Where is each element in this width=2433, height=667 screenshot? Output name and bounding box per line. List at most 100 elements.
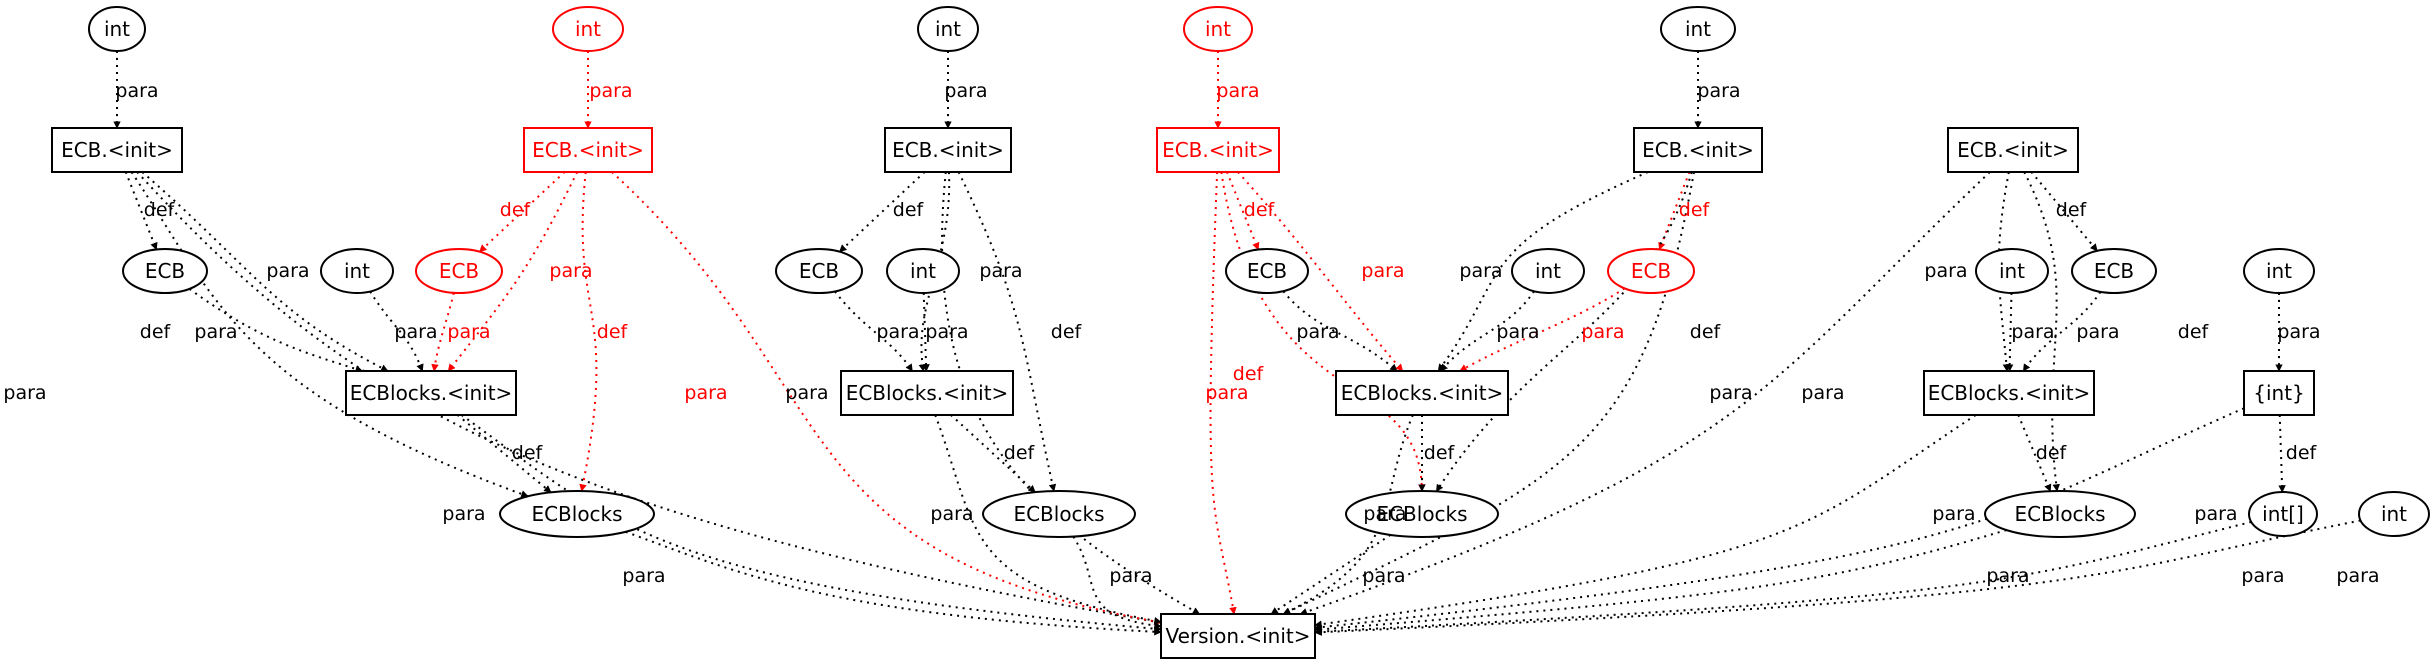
node-n13-ellipse: int xyxy=(886,248,960,294)
edge-label-n11-n14: para xyxy=(979,260,1022,282)
node-shape xyxy=(884,127,1012,173)
edge-label-n14-n19: para xyxy=(930,503,973,525)
edge-n11-n12 xyxy=(838,171,926,253)
edge-n5-n6 xyxy=(456,414,552,494)
node-n3-ellipse: ECB xyxy=(122,248,208,294)
edge-n26-n30 xyxy=(2023,171,2060,492)
node-label: ECB.<init> xyxy=(1162,138,1274,162)
edge-label-n26-n19: para xyxy=(1801,382,1844,404)
edge-n33-n19 xyxy=(1314,520,2252,636)
node-n29-box: ECBlocks.<init> xyxy=(1923,370,2095,416)
edge-n2-n19 xyxy=(136,171,1162,626)
edge-n8-n19 xyxy=(611,171,1162,625)
node-shape xyxy=(1225,248,1309,294)
edge-n3-n5 xyxy=(188,288,363,373)
node-label: {int} xyxy=(2253,381,2305,405)
node-shape xyxy=(886,248,960,294)
node-n32-box: {int} xyxy=(2243,370,2315,416)
edge-n2-n6 xyxy=(130,171,529,498)
edge-n11-n15 xyxy=(957,171,1057,492)
node-label: ECB.<init> xyxy=(61,138,173,162)
node-label: ECB xyxy=(1247,259,1287,283)
node-shape xyxy=(320,248,394,294)
node-shape xyxy=(122,248,208,294)
node-n23-ellipse: ECB xyxy=(1607,248,1695,294)
edge-label-n3-n5: para xyxy=(194,321,237,343)
edge-label-n8-n5: para xyxy=(549,260,592,282)
node-n19-box: Version.<init> xyxy=(1160,613,1316,659)
node-n21-box: ECB.<init> xyxy=(1633,127,1763,173)
edge-label-n28-n29: para xyxy=(2076,321,2119,343)
node-shape xyxy=(775,248,863,294)
edge-label-n2-n3: def xyxy=(144,199,176,221)
node-label: Version.<init> xyxy=(1165,624,1310,648)
edge-label-n21-n19: para xyxy=(1709,382,1752,404)
node-label: ECBlocks.<init> xyxy=(846,381,1009,405)
edge-label-n26-n29: para xyxy=(1924,260,1967,282)
node-n8-box: ECB.<init> xyxy=(523,127,653,173)
edge-labels-layer: para def para def para para para def para para par… xyxy=(3,80,2379,587)
edge-n12-n14 xyxy=(834,290,914,372)
node-n10-ellipse: int xyxy=(917,6,979,52)
edge-n4-n5 xyxy=(369,290,424,372)
edge-n9-n5 xyxy=(431,292,455,372)
node-n28-ellipse: ECB xyxy=(2071,248,2157,294)
node-n24-box: ECBlocks.<init> xyxy=(1335,370,1509,416)
node-label: int xyxy=(1685,17,1711,41)
node-shape xyxy=(51,127,183,173)
edge-label-n29-n30: def xyxy=(2036,442,2068,464)
edge-n29-n30 xyxy=(2017,414,2052,492)
node-shape xyxy=(1156,127,1280,173)
edge-n24-n19 xyxy=(1282,414,1414,615)
edge-n23-n24 xyxy=(1459,287,1626,372)
node-shape xyxy=(523,127,653,173)
edge-label-n9-n5: para xyxy=(447,321,490,343)
node-n18-ellipse: ECB xyxy=(1225,248,1309,294)
edge-n21-n25 xyxy=(1435,171,1693,493)
node-shape xyxy=(2243,248,2315,294)
edge-label-n23-n24: para xyxy=(1581,321,1624,343)
node-n31-ellipse: int xyxy=(2243,248,2315,294)
edge-n18-n24 xyxy=(1282,290,1398,372)
edge-label-n8-n19: para xyxy=(684,382,727,404)
node-n6-ellipse: ECBlocks xyxy=(499,490,655,538)
node-label: int xyxy=(344,259,370,283)
node-shape xyxy=(1947,127,2079,173)
edge-label-n22-n24: para xyxy=(1496,321,1539,343)
node-n5-box: ECBlocks.<init> xyxy=(345,370,517,416)
node-label: int xyxy=(2381,502,2407,526)
node-shape xyxy=(1511,248,1585,294)
node-label: ECB xyxy=(2094,259,2134,283)
edge-n8-n5 xyxy=(447,171,579,372)
edge-label-n7-n8: para xyxy=(589,80,632,102)
edge-label-n21-n23: def xyxy=(1679,199,1711,221)
edge-n14-n15 xyxy=(950,414,1036,493)
node-n4-ellipse: int xyxy=(320,248,394,294)
node-label: int xyxy=(2266,259,2292,283)
edge-label-n11-n15: def xyxy=(1051,321,1083,343)
node-label: int xyxy=(910,259,936,283)
node-n26-box: ECB.<init> xyxy=(1947,127,2079,173)
edge-n8-n9 xyxy=(478,171,566,253)
node-label: int[] xyxy=(2262,502,2304,526)
edge-label-n25-n19: para xyxy=(1362,565,1405,587)
edge-label-n17-n24: para xyxy=(1361,260,1404,282)
node-shape xyxy=(88,6,146,52)
node-shape xyxy=(1984,490,2136,538)
edge-label-n29-n19: para xyxy=(1932,503,1975,525)
node-n27-ellipse: int xyxy=(1975,248,2049,294)
edge-n11-n19 xyxy=(941,171,1201,615)
edge-label-n11-n12: def xyxy=(893,199,925,221)
node-label: int xyxy=(104,17,130,41)
edge-label-n21-n24: para xyxy=(1459,260,1502,282)
node-shape xyxy=(2243,370,2315,416)
edge-n6-n19 xyxy=(625,530,1162,636)
node-n30-ellipse: ECBlocks xyxy=(1984,490,2136,538)
edge-label-n16-n17: para xyxy=(1216,80,1259,102)
node-shape xyxy=(840,370,1014,416)
edge-label-n32-n19: para xyxy=(2194,503,2237,525)
node-label: ECB.<init> xyxy=(1957,138,2069,162)
edge-n25-n19 xyxy=(1270,534,1391,615)
edge-label-n6-n19: para xyxy=(622,565,665,587)
